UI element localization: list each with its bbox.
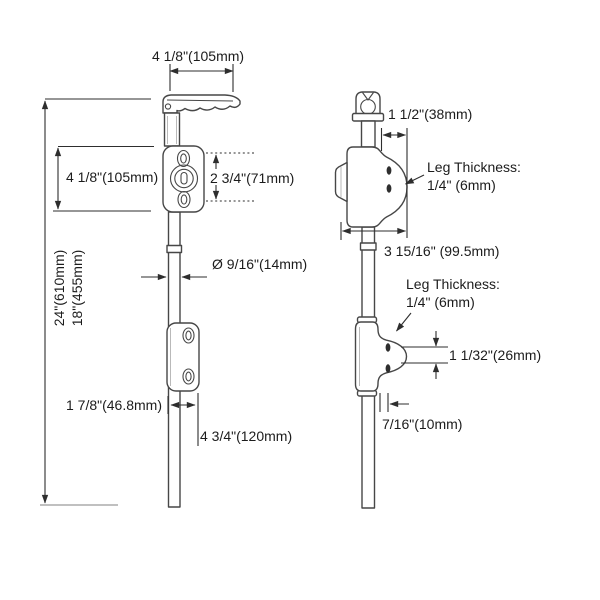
- handle-stem-edge: [360, 120, 376, 148]
- lower-leg-thickness-value: 1/4" (6mm): [406, 294, 475, 310]
- rod-coupler: [166, 244, 183, 254]
- handle-collar: [351, 112, 385, 122]
- keeper-profile: [354, 321, 408, 392]
- cylinder-inner: [174, 168, 194, 189]
- upper-leg-thickness-title: Leg Thickness:: [427, 159, 521, 175]
- lower-leg-thickness-title: Leg Thickness:: [406, 276, 500, 292]
- rod-guide-bracket: [166, 322, 200, 392]
- handle-grip: [162, 94, 241, 114]
- dim-rod-diameter-label: Ø 9/16"(14mm): [212, 256, 307, 272]
- handle-pivot-detail: [164, 103, 172, 110]
- dim-hole-spacing-label: 2 3/4"(71mm): [210, 170, 294, 186]
- body-profile: [346, 146, 408, 228]
- cylinder-outer: [169, 164, 199, 193]
- lock-body-plate: [162, 145, 205, 213]
- lock-body-edge: [334, 146, 408, 228]
- callout-lower-leg-thickness: Leg Thickness: 1/4" (6mm): [396, 276, 500, 332]
- dim-guide-width: 1 7/8"(46.8mm) 4 3/4"(120mm): [66, 393, 292, 446]
- left-view: [162, 94, 241, 508]
- callout-upper-leg-thickness: Leg Thickness: 1/4" (6mm): [404, 159, 521, 193]
- leader-arrow: [396, 312, 412, 332]
- lever-handle: [162, 94, 241, 147]
- keeper-body-edge: [354, 316, 408, 397]
- screw-dot: [385, 364, 391, 373]
- screw-dot: [386, 184, 392, 193]
- dim-handle-length-label: 4 1/8"(105mm): [152, 48, 244, 64]
- handle-knob: [355, 91, 381, 115]
- dim-keeper-opening: 1 1/32"(26mm): [401, 331, 541, 379]
- dim-hole-spacing: 2 3/4"(71mm): [206, 152, 294, 202]
- handle-edge-line: [166, 99, 234, 102]
- dim-body-height-label: 4 1/8"(105mm): [66, 169, 158, 185]
- screw-hole: [182, 368, 195, 385]
- dim-body-depth-label: 1 1/2"(38mm): [388, 106, 472, 122]
- dim-body-height: 4 1/8"(105mm): [53, 145, 158, 212]
- dim-total-projection: 3 15/16" (99.5mm): [340, 222, 499, 259]
- dim-guide-spacing-label: 4 3/4"(120mm): [200, 428, 292, 444]
- upper-leg-thickness-value: 1/4" (6mm): [427, 177, 496, 193]
- dim-guide-width-label: 1 7/8"(46.8mm): [66, 397, 162, 413]
- handle-end-view: [351, 91, 385, 148]
- handle-stem: [163, 112, 181, 147]
- screw-hole: [182, 327, 195, 344]
- leader-arrow: [404, 174, 425, 185]
- screw-dot: [385, 343, 391, 352]
- right-view: [334, 91, 408, 509]
- dim-keeper-offset-label: 7/16"(10mm): [382, 416, 462, 432]
- dim-keeper-offset: 7/16"(10mm): [379, 393, 462, 432]
- screw-hole-inner: [180, 153, 187, 164]
- dim-total-projection-label: 3 15/16" (99.5mm): [384, 243, 499, 259]
- screw-hole-inner: [180, 194, 188, 205]
- rod-coupler: [359, 242, 377, 251]
- screw-hole-inner: [185, 371, 192, 382]
- screw-hole: [176, 149, 191, 168]
- keyhole: [180, 171, 188, 185]
- screw-dot: [386, 166, 392, 175]
- dim-overall-short-label: 18"(455mm): [69, 250, 85, 327]
- lock-body: [162, 145, 205, 213]
- dim-overall-length: 24"(610mm) 18"(455mm): [40, 98, 151, 506]
- dim-handle-length: 4 1/8"(105mm): [152, 48, 244, 92]
- dim-rod-diameter: Ø 9/16"(14mm): [141, 256, 307, 281]
- screw-hole-inner: [185, 330, 192, 341]
- dim-keeper-opening-label: 1 1/32"(26mm): [449, 347, 541, 363]
- dim-overall-long-label: 24"(610mm): [51, 250, 67, 327]
